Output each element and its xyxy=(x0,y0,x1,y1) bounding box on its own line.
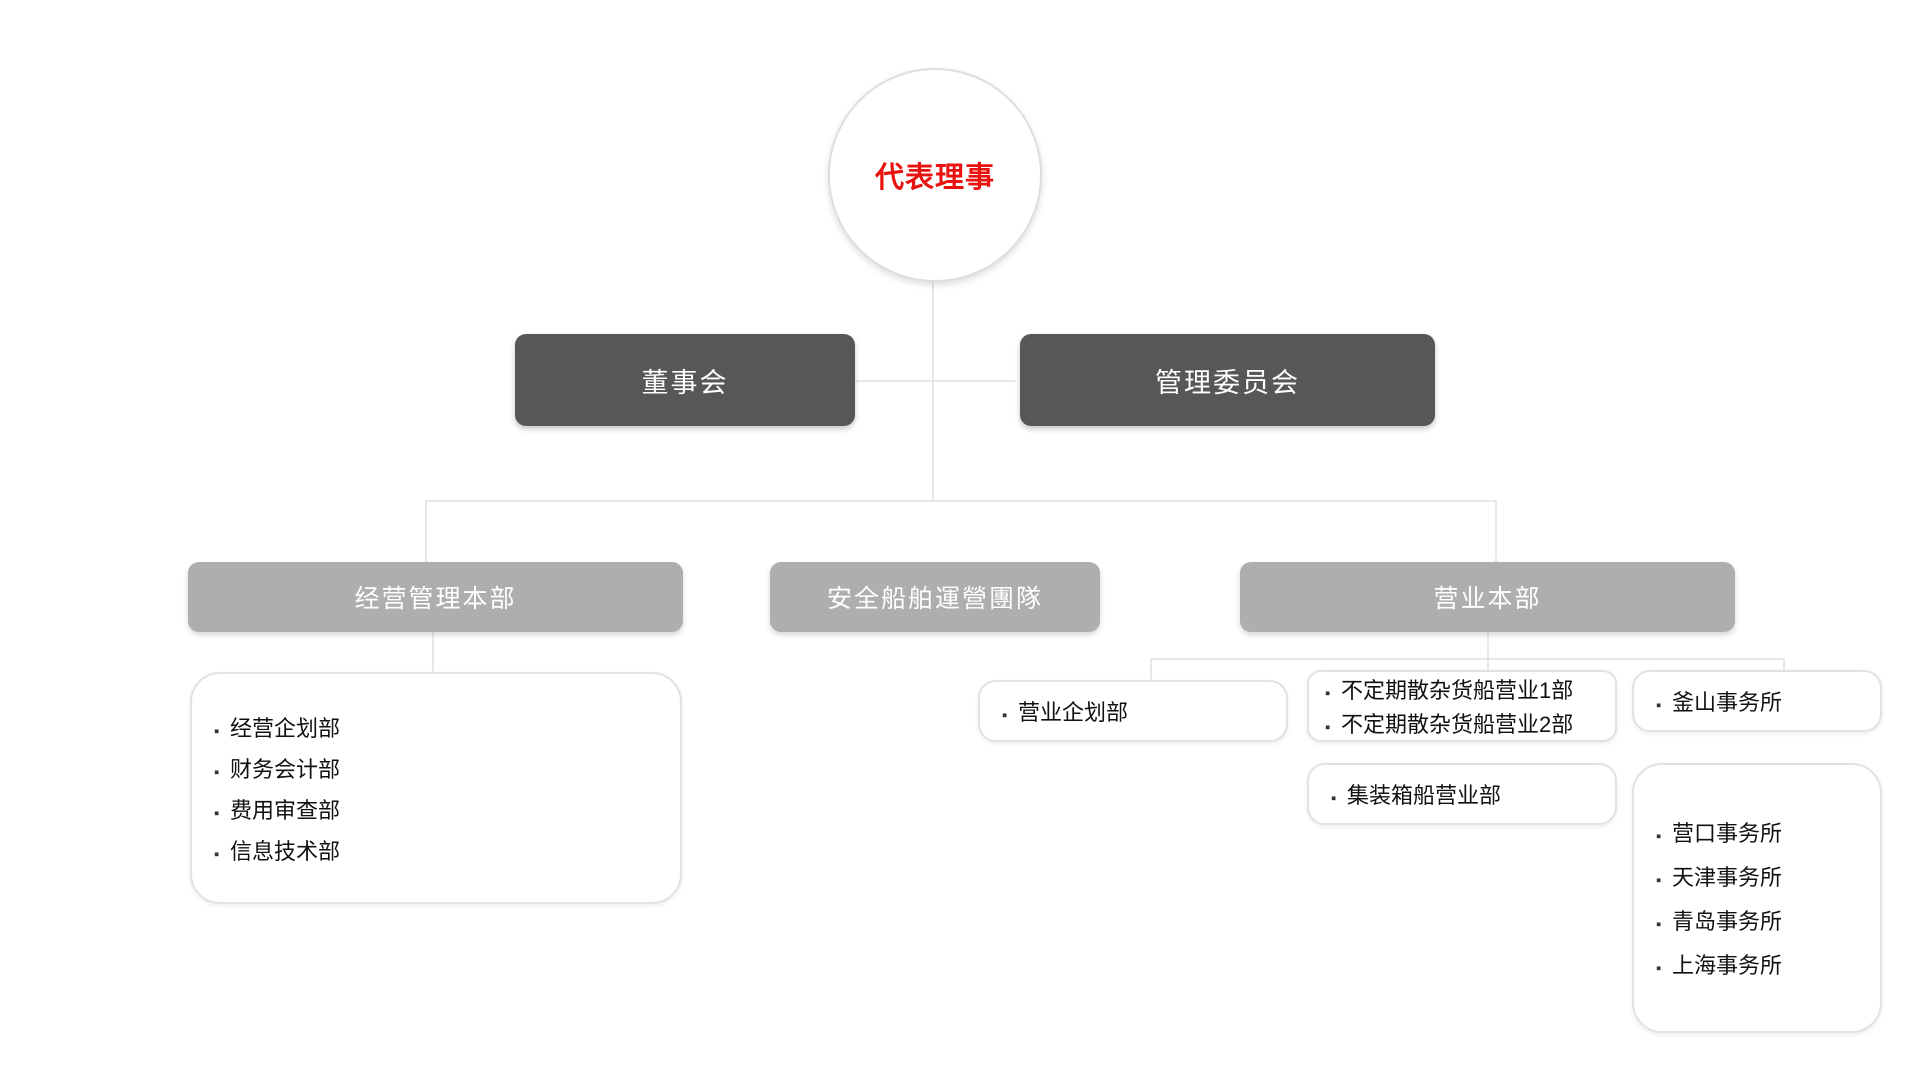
node-root-label: 代表理事 xyxy=(874,162,995,194)
bullet-icon: ▪ xyxy=(1656,872,1662,889)
node-management-division-label: 经营管理本部 xyxy=(354,585,517,613)
list-item-label: 财务会计部 xyxy=(230,756,341,782)
connector-committee-bar xyxy=(852,380,1015,382)
node-management-committee[interactable]: 管理委员会 xyxy=(1020,334,1435,426)
list-item-label: 上海事务所 xyxy=(1672,953,1783,978)
node-busan-office[interactable]: ▪ 釜山事务所 xyxy=(1632,670,1882,732)
list-item[interactable]: ▪ 信息技术部 xyxy=(214,834,658,866)
container-ship-list: ▪ 集装箱船营业部 xyxy=(1331,778,1593,810)
node-board-of-directors[interactable]: 董事会 xyxy=(515,334,855,426)
bullet-icon: ▪ xyxy=(1656,697,1662,714)
node-safe-ship-operation-team[interactable]: 安全船舶運營團隊 xyxy=(770,562,1100,632)
management-departments-list: ▪ 经营企划部 ▪ 财务会计部 ▪ 费用审查部 ▪ 信息技术部 xyxy=(214,702,658,875)
connector-division-drop-right xyxy=(1495,500,1497,562)
bullet-icon: ▪ xyxy=(214,845,220,863)
node-container-ship-department[interactable]: ▪ 集装箱船营业部 xyxy=(1307,763,1617,825)
list-item[interactable]: ▪ 集装箱船营业部 xyxy=(1331,778,1593,810)
list-item[interactable]: ▪ 营业企划部 xyxy=(1002,695,1264,727)
list-item[interactable]: ▪ 营口事务所 xyxy=(1656,816,1858,848)
node-management-departments[interactable]: ▪ 经营企划部 ▪ 财务会计部 ▪ 费用审查部 ▪ 信息技术部 xyxy=(190,672,682,904)
list-item-label: 费用审查部 xyxy=(230,797,341,823)
node-sales-division-label: 营业本部 xyxy=(1433,585,1542,613)
node-sales-planning-department[interactable]: ▪ 营业企划部 xyxy=(978,680,1288,742)
bullet-icon: ▪ xyxy=(1656,828,1662,845)
list-item-label: 不定期散杂货船营业2部 xyxy=(1341,712,1574,737)
node-safe-ship-operation-team-label: 安全船舶運營團隊 xyxy=(826,585,1043,613)
busan-office-list: ▪ 釜山事务所 xyxy=(1656,685,1858,717)
bullet-icon: ▪ xyxy=(1325,685,1331,702)
bullet-icon: ▪ xyxy=(1656,916,1662,933)
bulk-carrier-list: ▪ 不定期散杂货船营业1部 ▪ 不定期散杂货船营业2部 xyxy=(1325,671,1599,741)
bullet-icon: ▪ xyxy=(1656,960,1662,977)
list-item[interactable]: ▪ 青岛事务所 xyxy=(1656,904,1858,936)
bullet-icon: ▪ xyxy=(1002,707,1008,724)
list-item[interactable]: ▪ 经营企划部 xyxy=(214,711,658,743)
list-item-label: 不定期散杂货船营业1部 xyxy=(1341,678,1574,703)
list-item-label: 天津事务所 xyxy=(1672,865,1783,890)
node-management-division[interactable]: 经营管理本部 xyxy=(188,562,683,632)
list-item[interactable]: ▪ 釜山事务所 xyxy=(1656,685,1858,717)
node-sales-division[interactable]: 营业本部 xyxy=(1240,562,1735,632)
connector-sales-drop-planning xyxy=(1150,658,1152,680)
list-item-label: 釜山事务所 xyxy=(1672,690,1783,715)
bullet-icon: ▪ xyxy=(1325,719,1331,736)
china-offices-list: ▪ 营口事务所 ▪ 天津事务所 ▪ 青岛事务所 ▪ 上海事务所 xyxy=(1656,804,1858,992)
list-item[interactable]: ▪ 不定期散杂货船营业1部 xyxy=(1325,673,1599,705)
bullet-icon: ▪ xyxy=(214,763,220,781)
connector-sales-drop-offices xyxy=(1783,658,1785,680)
list-item[interactable]: ▪ 天津事务所 xyxy=(1656,860,1858,892)
node-board-of-directors-label: 董事会 xyxy=(641,367,729,398)
list-item[interactable]: ▪ 费用审查部 xyxy=(214,793,658,825)
list-item[interactable]: ▪ 财务会计部 xyxy=(214,752,658,784)
list-item-label: 营业企划部 xyxy=(1018,700,1129,725)
connector-sales-bar xyxy=(1150,658,1783,660)
connector-sales-drop-bulk xyxy=(1487,658,1489,680)
list-item[interactable]: ▪ 不定期散杂货船营业2部 xyxy=(1325,707,1599,739)
list-item-label: 信息技术部 xyxy=(230,838,341,864)
node-china-offices[interactable]: ▪ 营口事务所 ▪ 天津事务所 ▪ 青岛事务所 ▪ 上海事务所 xyxy=(1632,763,1882,1033)
connector-division-drop-left xyxy=(425,500,427,562)
node-management-committee-label: 管理委员会 xyxy=(1155,367,1300,398)
list-item-label: 集装箱船营业部 xyxy=(1347,783,1502,808)
node-bulk-carrier-departments[interactable]: ▪ 不定期散杂货船营业1部 ▪ 不定期散杂货船营业2部 xyxy=(1307,670,1617,742)
connector-management-to-departments xyxy=(432,630,434,672)
sales-planning-list: ▪ 营业企划部 xyxy=(1002,695,1264,727)
list-item-label: 经营企划部 xyxy=(230,715,341,741)
list-item[interactable]: ▪ 上海事务所 xyxy=(1656,948,1858,980)
connector-division-bar xyxy=(425,500,1497,502)
list-item-label: 营口事务所 xyxy=(1672,821,1783,846)
bullet-icon: ▪ xyxy=(214,722,220,740)
node-root-ceo[interactable]: 代表理事 xyxy=(828,68,1042,282)
bullet-icon: ▪ xyxy=(1331,790,1337,807)
bullet-icon: ▪ xyxy=(214,804,220,822)
connector-root-trunk xyxy=(932,278,934,500)
list-item-label: 青岛事务所 xyxy=(1672,909,1783,934)
connector-sales-trunk xyxy=(1487,630,1489,658)
